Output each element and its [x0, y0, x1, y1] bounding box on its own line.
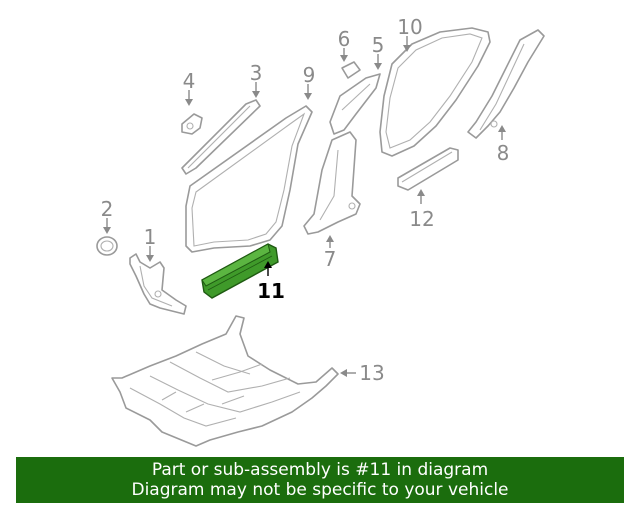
callout-3: 3: [250, 61, 263, 85]
callout-11: 11: [257, 279, 285, 303]
part-12-rear-scuff[interactable]: [397, 147, 459, 191]
part-13-floor-carpet[interactable]: [111, 315, 339, 447]
callout-13: 13: [359, 361, 384, 385]
callout-4: 4: [183, 69, 196, 93]
callout-6: 6: [338, 27, 351, 51]
callout-7: 7: [324, 247, 337, 271]
leader-lines: [103, 36, 506, 377]
part-8-rear-pillar[interactable]: [467, 29, 545, 139]
part-4-clip[interactable]: [181, 113, 203, 135]
part-9-front-weatherstrip[interactable]: [185, 105, 313, 253]
part-2-grommet[interactable]: [96, 236, 118, 256]
callout-labels: 1 2 3 4 5 6 7 8 9 10 11 12 13: [101, 15, 510, 385]
callout-9: 9: [303, 63, 316, 87]
part-1-kick-panel[interactable]: [129, 253, 187, 315]
part-6-cap[interactable]: [341, 61, 361, 79]
parts-diagram: 1 2 3 4 5 6 7 8 9 10 11 12 13: [96, 15, 545, 447]
callout-10: 10: [397, 15, 422, 39]
callout-5: 5: [372, 33, 385, 57]
banner-line-2: Diagram may not be specific to your vehi…: [131, 480, 509, 500]
part-11-scuff-plate[interactable]: [201, 243, 279, 299]
part-7-lower-pillar[interactable]: [303, 131, 361, 235]
callout-1: 1: [144, 225, 157, 249]
callout-12: 12: [409, 207, 434, 231]
callout-2: 2: [101, 197, 114, 221]
banner-line-1: Part or sub-assembly is #11 in diagram: [151, 460, 489, 480]
part-3-pillar-trim[interactable]: [181, 99, 261, 175]
part-10-rear-weatherstrip[interactable]: [379, 27, 491, 157]
part-5-upper-pillar[interactable]: [329, 73, 381, 135]
callout-8: 8: [497, 141, 510, 165]
info-banner: Part or sub-assembly is #11 in diagram D…: [16, 457, 624, 503]
